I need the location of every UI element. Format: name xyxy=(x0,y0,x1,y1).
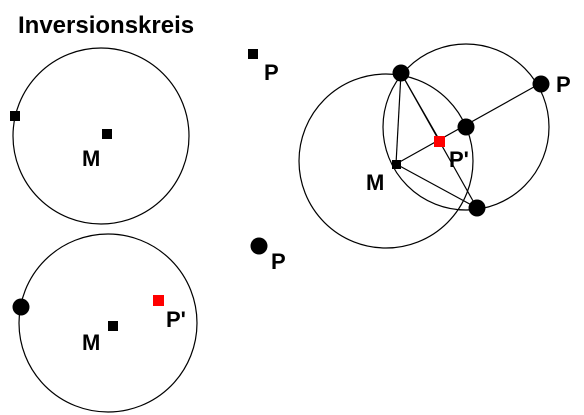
circle-point-dot-2 xyxy=(12,298,30,316)
label-m-1: M xyxy=(82,146,100,171)
diagram-title: Inversionskreis xyxy=(18,12,194,39)
point-p-1 xyxy=(248,49,258,59)
inversion-circle-2 xyxy=(18,233,198,413)
circle-point-square-1 xyxy=(10,111,20,121)
label-p-prime-3: P' xyxy=(449,147,469,172)
thales-circle-3 xyxy=(382,43,550,211)
image-point-p-prime-2 xyxy=(153,295,164,306)
panel-3-construction: M P' P xyxy=(298,43,571,249)
label-p-3: P xyxy=(556,72,571,97)
label-m-3: M xyxy=(366,170,384,195)
label-m-2: M xyxy=(82,330,100,355)
radius-to-top-intersection xyxy=(395,72,402,165)
intersection-top xyxy=(392,64,410,82)
inversion-circle-3 xyxy=(298,73,474,249)
image-point-p-prime-3 xyxy=(434,136,445,147)
point-p-3 xyxy=(532,75,550,93)
intersection-bottom xyxy=(468,199,486,217)
inversion-circle-1 xyxy=(12,47,190,225)
label-p-1: P xyxy=(264,60,279,85)
point-p-2 xyxy=(250,237,268,255)
panel-1: M P xyxy=(10,47,279,225)
center-point-m-1 xyxy=(102,129,112,139)
center-point-m-3 xyxy=(392,160,401,169)
line-top-to-p-prime xyxy=(400,72,441,142)
label-p-2: P xyxy=(271,249,286,274)
panel-2: M P' P xyxy=(12,233,286,413)
radius-to-bottom-intersection xyxy=(395,163,478,209)
center-point-m-2 xyxy=(108,321,118,331)
thales-center-dot xyxy=(457,118,475,136)
label-p-prime-2: P' xyxy=(166,307,186,332)
